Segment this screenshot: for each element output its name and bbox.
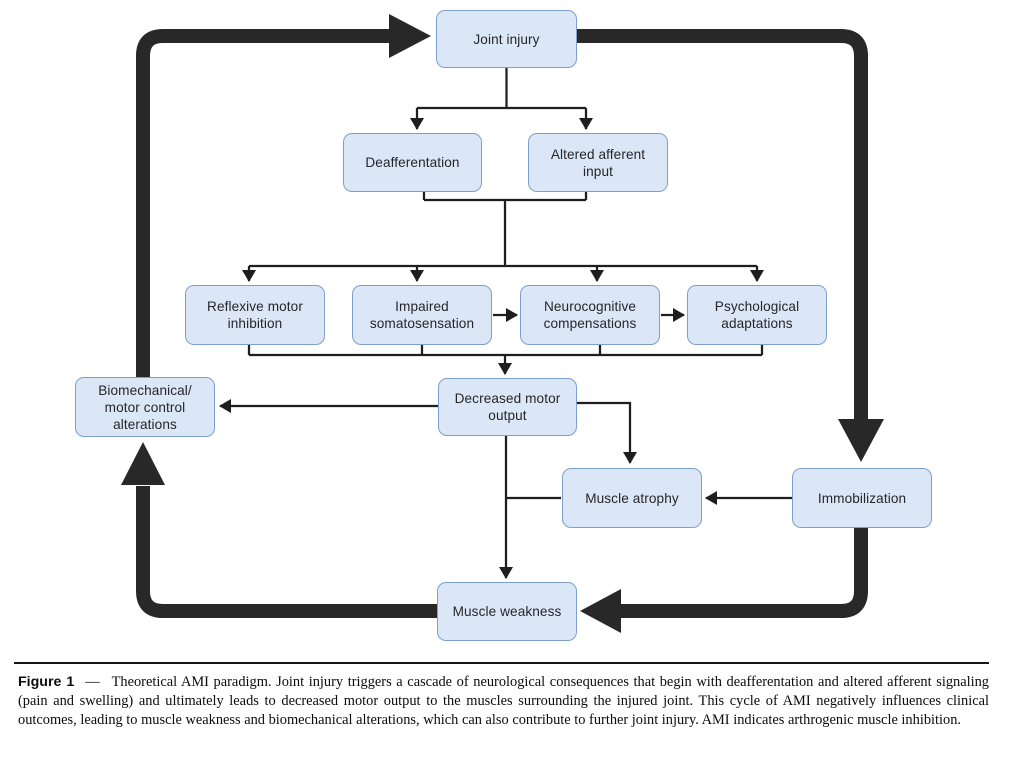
node-label: Reflexive motor inhibition — [207, 299, 303, 331]
caption-label: Figure 1 — [18, 674, 75, 691]
node-reflexive-motor-inhibition: Reflexive motor inhibition — [185, 285, 325, 345]
loop-arrowhead-into-immobilization — [838, 419, 884, 462]
node-label: Immobilization — [817, 490, 907, 506]
loop-arrowhead-into-biomechanical — [121, 442, 165, 485]
node-psychological-adaptations: Psychological adaptations — [687, 285, 827, 345]
node-label: Joint injury — [473, 31, 540, 47]
edge-joint-injury-split — [417, 68, 586, 110]
caption-body: Theoretical AMI paradigm. Joint injury t… — [18, 674, 989, 728]
connector-layer — [121, 14, 884, 633]
caption-text: Figure 1 —Theoretical AMI paradigm. Joint… — [18, 673, 989, 729]
node-label: Muscle weakness — [452, 604, 562, 619]
edge-merge-afferent-outputs — [422, 192, 588, 266]
loop-muscle-weakness-to-biomechanical — [136, 486, 437, 618]
node-label: Muscle atrophy — [585, 490, 679, 506]
loop-joint-injury-to-immobilization — [577, 29, 868, 420]
node-muscle-weakness: Muscle weakness — [437, 582, 577, 641]
node-altered-afferent-input: Altered afferent input — [528, 133, 668, 192]
loop-arrowhead-into-joint-injury — [389, 14, 431, 58]
node-label: Decreased motor output — [454, 391, 561, 423]
loop-biomechanical-to-joint-injury — [136, 29, 390, 377]
edge-fanin-bar — [247, 345, 764, 357]
edge-decreased-to-muscle-atrophy — [577, 401, 637, 464]
node-label: Deafferentation — [365, 155, 460, 170]
caption-dash: — — [85, 674, 100, 691]
node-label: Psychological adaptations — [714, 299, 800, 331]
node-label: Neurocognitive compensations — [543, 299, 637, 331]
node-immobilization: Immobilization — [792, 468, 932, 528]
node-joint-injury: Joint injury — [436, 10, 577, 68]
figure-caption: Figure 1 —Theoretical AMI paradigm. Joint… — [0, 655, 1024, 730]
node-label: Impaired somatosensation — [369, 299, 475, 331]
node-biomechanical-alterations: Biomechanical/ motor control alterations — [75, 377, 215, 437]
node-decreased-motor-output: Decreased motor output — [438, 378, 577, 436]
loop-arrowhead-into-muscle-weakness — [580, 589, 621, 633]
node-deafferentation: Deafferentation — [343, 133, 482, 192]
loop-immobilization-to-muscle-weakness — [619, 528, 868, 618]
node-neurocognitive-compensations: Neurocognitive compensations — [520, 285, 660, 345]
node-label: Biomechanical/ motor control alterations — [98, 382, 192, 432]
node-muscle-atrophy: Muscle atrophy — [562, 468, 702, 528]
node-label: Altered afferent input — [550, 146, 646, 179]
node-impaired-somatosensation: Impaired somatosensation — [352, 285, 492, 345]
caption-divider — [14, 662, 989, 665]
ami-flowchart: Joint injury Deafferentation Altered aff… — [75, 10, 932, 641]
